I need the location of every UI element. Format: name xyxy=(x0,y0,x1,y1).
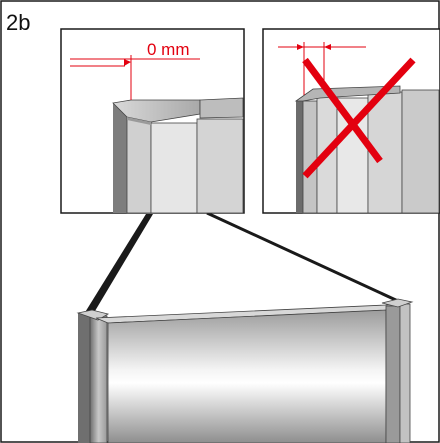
detail-correct xyxy=(60,28,245,214)
callout-wedge-left xyxy=(84,214,153,316)
cross-mark xyxy=(302,57,416,179)
overview-assembly xyxy=(76,298,414,443)
figure-label: 2b xyxy=(6,10,31,35)
detail-wrong xyxy=(262,28,440,214)
panel xyxy=(107,309,387,443)
callout-line-right xyxy=(206,211,399,303)
dimension-arrow xyxy=(124,59,131,66)
dimension-label: 0 mm xyxy=(147,40,190,59)
